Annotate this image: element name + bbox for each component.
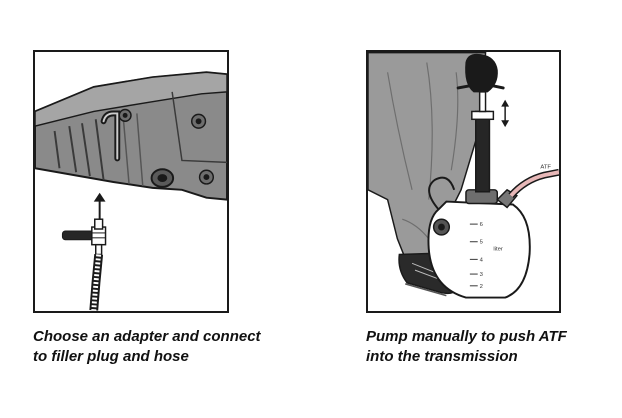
fluid-container: 6 5 4 3 2 liter (427, 176, 531, 299)
arrow-up-icon (93, 192, 106, 220)
scale-mark: 2 (480, 284, 483, 290)
panel-pump-illustration: 6 5 4 3 2 liter ATF (366, 50, 561, 313)
scale-mark: 5 (480, 240, 484, 246)
hand-icon (456, 53, 505, 93)
pump-cylinder (471, 91, 495, 193)
caption-line: to filler plug and hose (33, 348, 189, 365)
adapter-fitting (61, 218, 107, 256)
hose (89, 254, 104, 311)
up-down-arrow-icon (501, 99, 510, 128)
caption-line: into the transmission (366, 348, 518, 365)
scale-mark: 6 (480, 222, 483, 228)
scale-mark: 4 (480, 257, 484, 263)
atf-tube: ATF (508, 164, 559, 199)
caption-line: Choose an adapter and connect (33, 328, 261, 345)
unit-label: liter (493, 247, 502, 253)
scale-mark: 3 (480, 272, 483, 278)
caption-line: Pump manually to push ATF (366, 328, 567, 345)
tube-label: ATF (540, 164, 551, 170)
caption-adapter: Choose an adapter and connect to filler … (33, 327, 261, 367)
panel-adapter-illustration (33, 50, 229, 313)
caption-pump: Pump manually to push ATF into the trans… (366, 327, 567, 367)
adapter-illustration (35, 71, 227, 311)
pump-illustration: 6 5 4 3 2 liter ATF (368, 52, 559, 299)
transmission-housing (35, 71, 227, 201)
